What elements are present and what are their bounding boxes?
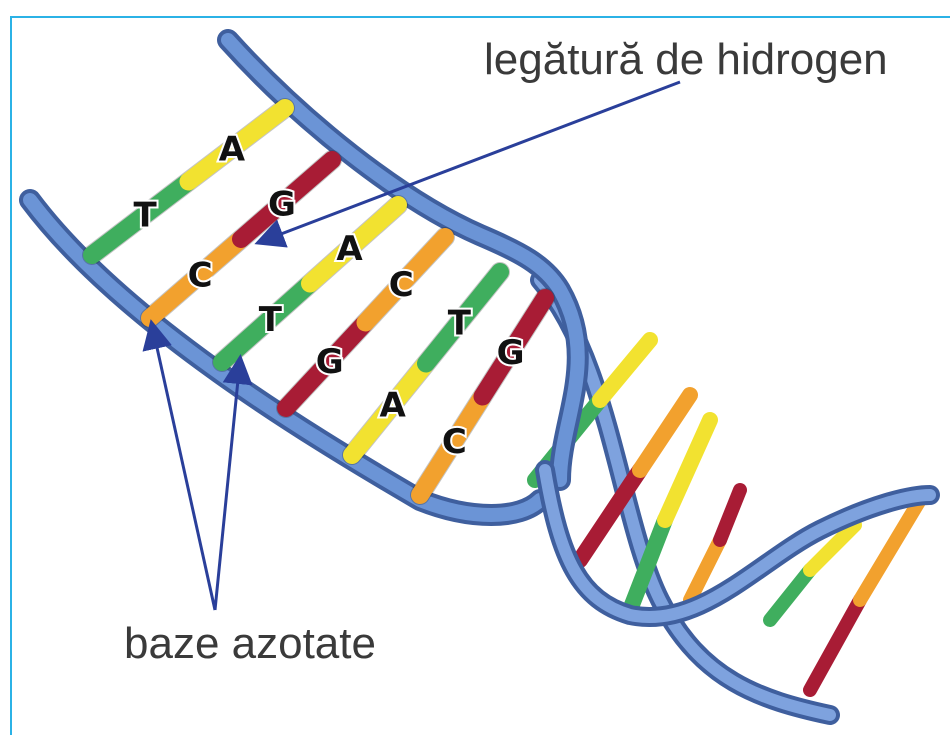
base-letter-right: C (389, 265, 414, 305)
base-arrow-right (215, 360, 240, 610)
base-letter-right: G (268, 184, 296, 224)
base-letter-right: A (336, 229, 363, 269)
base-letter-left: A (380, 386, 407, 426)
base-letter-right: G (497, 333, 525, 373)
base-letter-left: T (259, 300, 283, 340)
hydrogen-bond-label: legătură de hidrogen (484, 38, 888, 82)
base-letter-right: T (448, 303, 472, 343)
base-letter-left: C (442, 422, 467, 462)
base-letter-left: T (133, 196, 157, 236)
base-letter-right: A (219, 129, 246, 169)
base-letter-left: G (316, 342, 344, 382)
nitrogen-bases-label: baze azotate (124, 622, 376, 666)
base-letter-left: C (188, 256, 213, 296)
